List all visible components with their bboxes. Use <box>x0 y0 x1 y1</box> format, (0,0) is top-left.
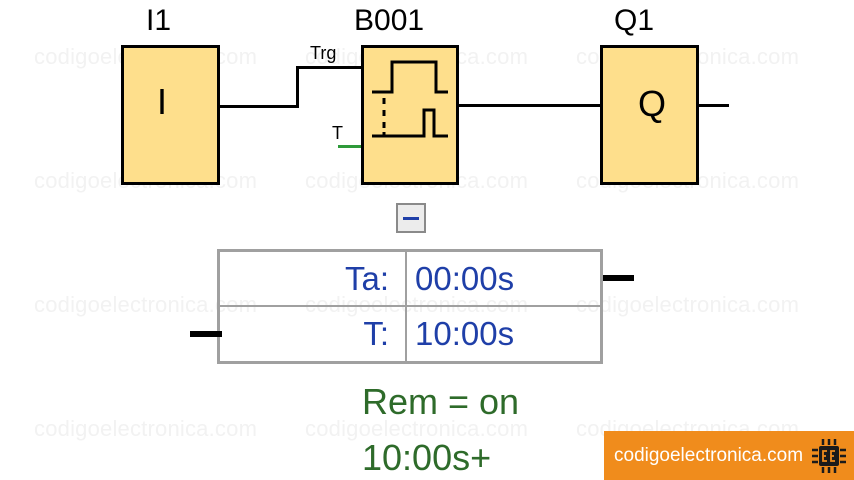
output-block[interactable] <box>600 45 699 185</box>
timer-block-title: B001 <box>354 4 425 37</box>
watermark: codigoelectronica.com <box>305 416 529 441</box>
trigger-pin-label: Trg <box>310 43 337 63</box>
parameter-table: Ta: 00:00s T: 10:00s <box>217 249 603 364</box>
timer-block[interactable] <box>361 45 459 185</box>
status-remanence: Rem = on <box>362 381 520 422</box>
param-value-ta[interactable]: 00:00s <box>407 252 600 307</box>
param-connector-left <box>190 331 222 337</box>
brand-badge: codigoelectronica.com <box>604 431 854 480</box>
watermark: codigoelectronica.com <box>576 292 800 317</box>
wire-q1-output <box>699 104 729 107</box>
input-block-label: I <box>157 81 168 122</box>
input-block[interactable] <box>121 45 220 185</box>
timer-pulse-icon <box>372 60 448 138</box>
wire-i1-segment-2 <box>296 66 299 108</box>
wire-i1-segment-1 <box>220 105 299 108</box>
brand-text: codigoelectronica.com <box>614 444 804 466</box>
time-pin-wire <box>338 145 361 148</box>
collapse-button[interactable] <box>396 203 426 233</box>
watermark: codigoelectronica.com <box>305 292 529 317</box>
param-connector-right <box>603 275 634 281</box>
wire-i1-segment-3 <box>296 66 361 69</box>
param-label-ta: Ta: <box>220 252 407 307</box>
watermark: codigoelectronica.com <box>34 416 258 441</box>
param-label-t: T: <box>220 306 407 361</box>
input-block-title: I1 <box>146 4 172 37</box>
time-pin-label: T <box>332 123 343 143</box>
minus-icon <box>403 216 419 220</box>
wire-b001-to-q1 <box>459 104 600 107</box>
param-value-t[interactable]: 10:00s <box>415 315 515 353</box>
status-time: 10:00s+ <box>362 437 492 478</box>
chip-icon <box>812 439 846 473</box>
output-block-label: Q <box>638 83 667 124</box>
output-block-title: Q1 <box>614 4 655 37</box>
